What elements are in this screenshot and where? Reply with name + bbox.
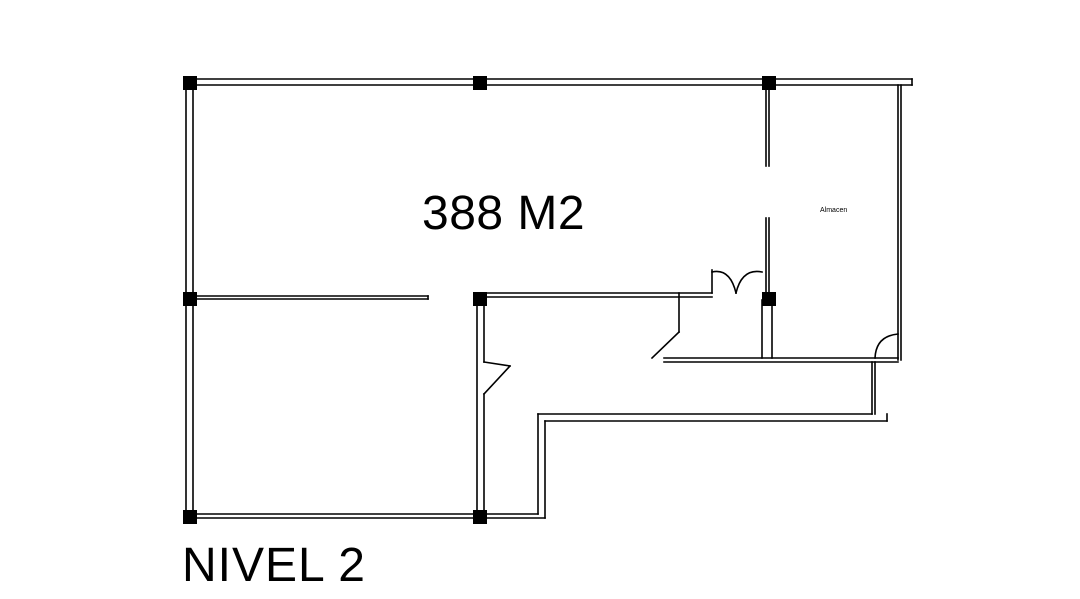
small-room (650, 269, 899, 363)
area-label: 388 M2 (422, 187, 586, 240)
double-door (711, 270, 763, 294)
room-label-almacen: Almacen (820, 207, 848, 214)
level-label: NIVEL 2 (182, 539, 366, 592)
bottom-wall-right (479, 513, 546, 519)
right-wall (897, 84, 902, 361)
columns (183, 76, 776, 524)
partition-middle (479, 292, 713, 298)
partition-left (192, 295, 429, 300)
bottom-wall-left (189, 513, 481, 519)
partition-center-vertical (476, 297, 512, 515)
corridor-door (874, 333, 899, 359)
almacen-partition (765, 87, 770, 297)
corridor (537, 361, 888, 519)
top-wall (189, 78, 913, 86)
